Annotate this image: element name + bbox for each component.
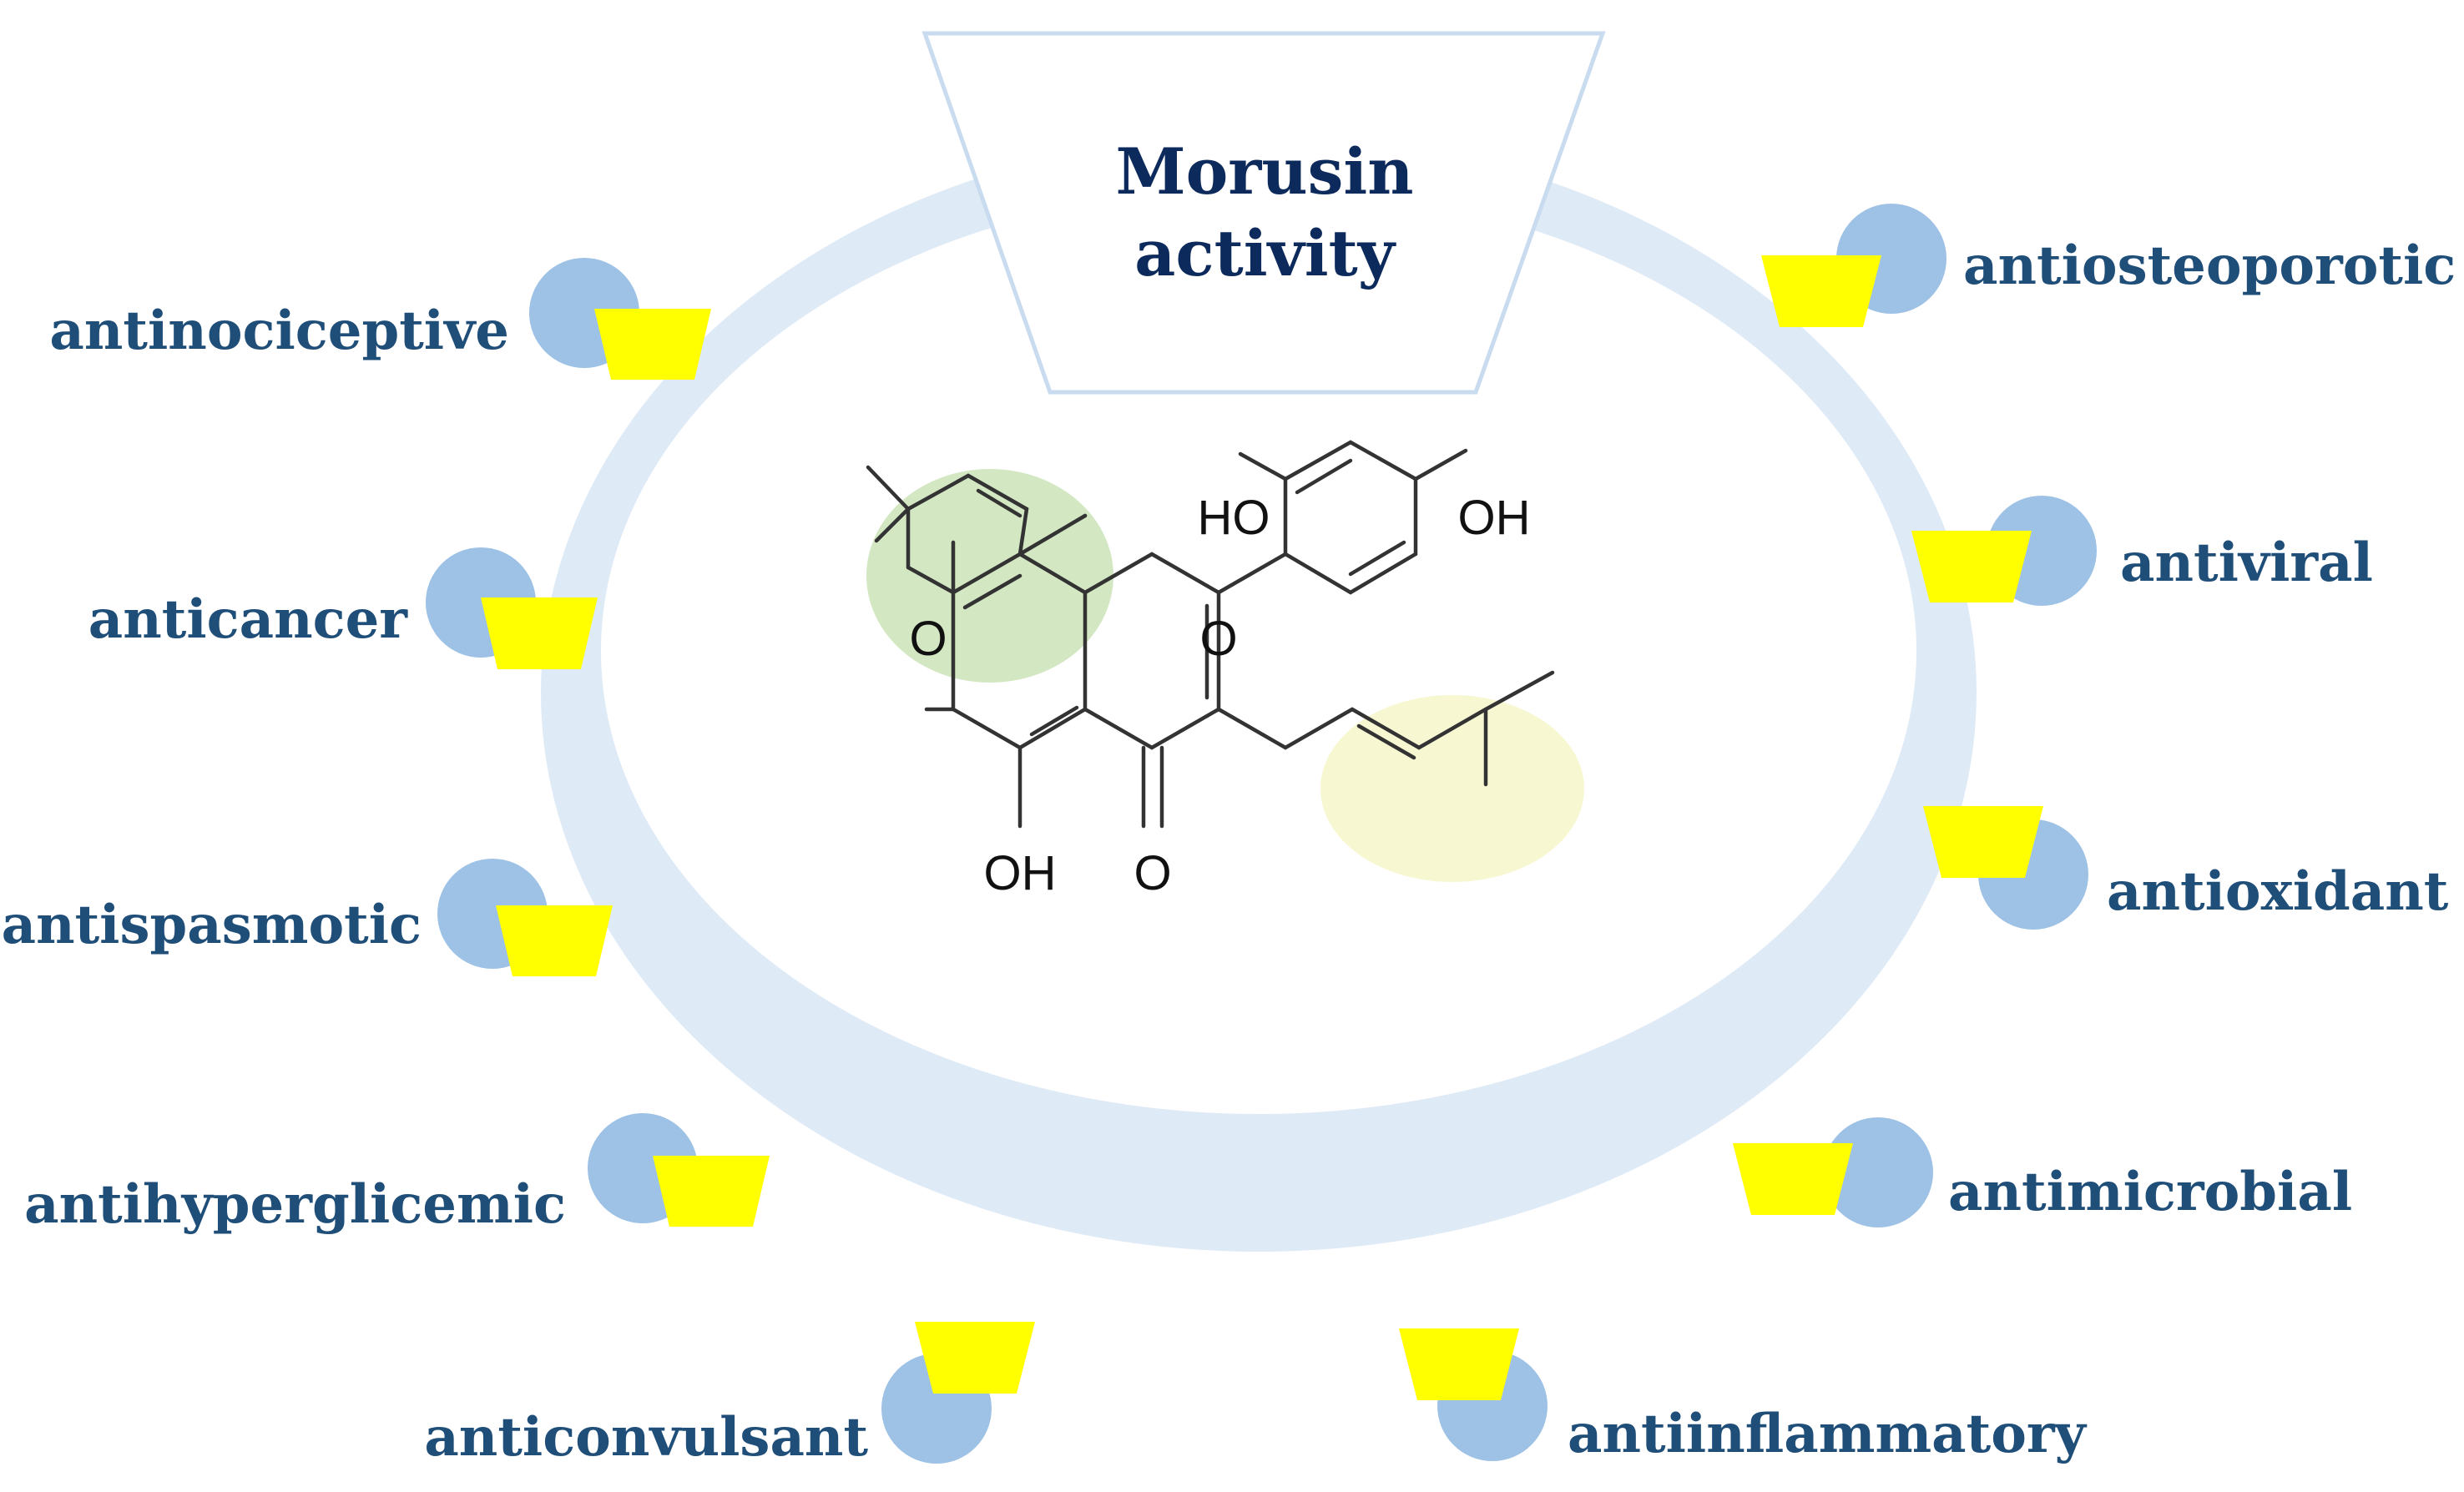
- ligand-trapezoid: [1399, 1328, 1519, 1400]
- morusin-structure: [866, 440, 1555, 829]
- activity-label: anticancer: [88, 588, 409, 651]
- ligand-trapezoid: [653, 1156, 770, 1227]
- activity-label: antiinflammatory: [1568, 1403, 2088, 1465]
- activity-antioxidant: antioxidant: [1923, 806, 2449, 930]
- activity-antispasmotic: antispasmotic: [2, 859, 613, 976]
- ligand-trapezoid: [594, 309, 711, 380]
- activity-label: antinociceptive: [49, 300, 509, 362]
- activity-label: antispasmotic: [2, 894, 422, 956]
- activity-label: antihyperglicemic: [24, 1173, 566, 1236]
- activity-antimicrobial: antimicrobial: [1733, 1117, 2352, 1227]
- activity-anticancer: anticancer: [88, 547, 598, 669]
- activity-antihyperglicemic: antihyperglicemic: [24, 1113, 770, 1236]
- activity-label: antiviral: [2120, 532, 2373, 594]
- activity-label: antimicrobial: [1948, 1161, 2352, 1223]
- activity-anticonvulsant: anticonvulsant: [424, 1322, 1035, 1469]
- ligand-trapezoid: [496, 905, 613, 976]
- dimethylpyran-highlight: [866, 469, 1113, 683]
- atom-oh-bottom: OH: [984, 846, 1057, 900]
- activity-antinociceptive: antinociceptive: [49, 258, 711, 380]
- atom-o-chromone: O: [1199, 612, 1237, 666]
- activity-label: antiosteoporotic: [1963, 234, 2456, 297]
- prenyl-highlight: [1320, 695, 1584, 882]
- activity-antiinflammatory: antiinflammatory: [1399, 1328, 2088, 1465]
- ligand-trapezoid: [481, 597, 598, 669]
- atom-o-pyran: O: [909, 612, 947, 666]
- ligand-trapezoid: [1923, 806, 2043, 878]
- activity-label: antioxidant: [2107, 860, 2449, 923]
- ligand-trapezoid: [1733, 1143, 1853, 1215]
- atom-o-carbonyl: O: [1134, 846, 1171, 900]
- atom-ho-left: HO: [1198, 491, 1270, 545]
- activity-antiosteoporotic: antiosteoporotic: [1761, 204, 2456, 327]
- title-funnel: [921, 31, 1606, 395]
- title-line-2: activity: [1134, 216, 1396, 290]
- title-line-1: Morusin: [1115, 134, 1413, 209]
- activity-antiviral: antiviral: [1911, 496, 2373, 606]
- ligand-trapezoid: [1911, 531, 2032, 602]
- activity-label: anticonvulsant: [424, 1406, 868, 1469]
- ligand-trapezoid: [1761, 255, 1881, 327]
- atom-oh-right: OH: [1458, 491, 1531, 545]
- ligand-trapezoid: [915, 1322, 1035, 1394]
